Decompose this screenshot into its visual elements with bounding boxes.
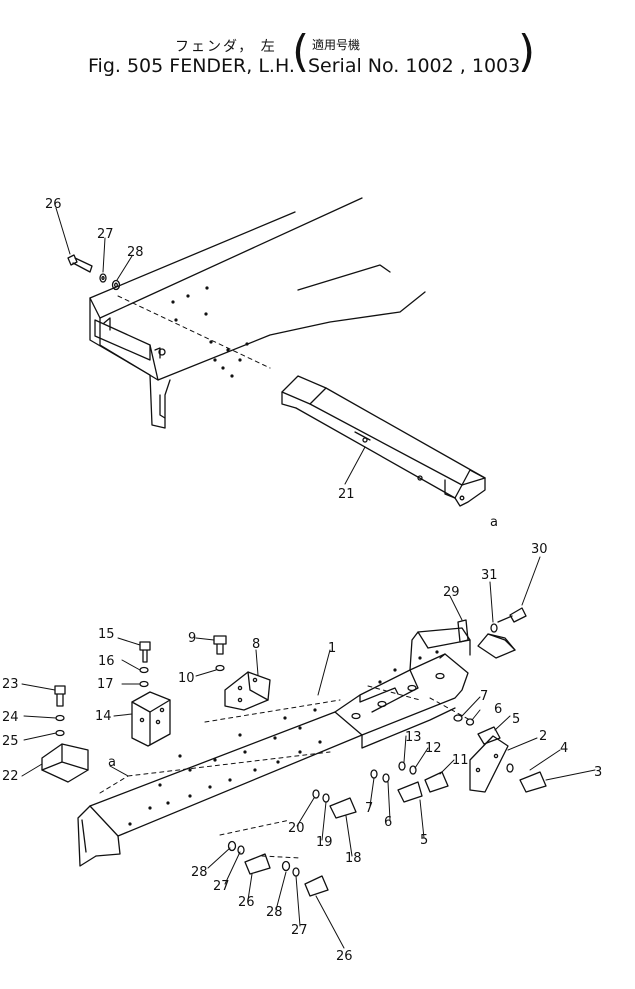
- center-lines-lower: [99, 685, 471, 859]
- left-bracket: (: [292, 26, 310, 77]
- callout-10: 10: [178, 671, 195, 686]
- callout-13: 13: [405, 730, 422, 745]
- callout-27-lower-left: 27: [213, 879, 230, 894]
- callout-12: 12: [425, 741, 442, 756]
- callout-8: 8: [252, 637, 260, 652]
- callout-28-upper: 28: [127, 245, 144, 260]
- fender-plate-1: [77, 627, 471, 867]
- callout-26-upper: 26: [45, 197, 62, 212]
- fender-support-bracket: [281, 375, 486, 507]
- callout-a-lower: a: [108, 755, 116, 770]
- callout-6-center: 6: [384, 815, 392, 830]
- callout-22: 22: [2, 769, 19, 784]
- washer-28-upper: [111, 279, 121, 291]
- hook-bracket: [477, 633, 516, 659]
- washer-27-upper: [99, 273, 107, 283]
- callout-21: 21: [338, 487, 355, 502]
- japanese-title: フェンダ， 左: [175, 39, 277, 55]
- mounting-holes-upper: [171, 286, 249, 378]
- bolt-26-upper: [67, 254, 93, 273]
- callout-29: 29: [443, 585, 460, 600]
- callout-31: 31: [481, 568, 498, 583]
- callout-4: 4: [560, 741, 568, 756]
- bracket-22: [41, 743, 89, 783]
- mounting-holes-lower: [128, 650, 439, 826]
- bracket-29: [457, 619, 469, 643]
- leader-lines: [21, 207, 596, 949]
- callout-26-lower-right: 26: [336, 949, 353, 964]
- callout-14: 14: [95, 709, 112, 724]
- callout-27-upper: 27: [97, 227, 114, 242]
- callout-2: 2: [539, 729, 547, 744]
- plate-2: [469, 735, 509, 793]
- bracket-8: [224, 671, 271, 711]
- callout-18: 18: [345, 851, 362, 866]
- callout-27-lower-right: 27: [291, 923, 308, 938]
- callout-24: 24: [2, 710, 19, 725]
- callout-7-right: 7: [480, 689, 488, 704]
- bracket-14: [131, 691, 171, 747]
- callout-20: 20: [288, 821, 305, 836]
- callout-17: 17: [97, 677, 114, 692]
- callout-11: 11: [452, 753, 469, 768]
- serial-number-label: Serial No. 1002 , 1003: [308, 55, 521, 77]
- callout-9: 9: [188, 631, 196, 646]
- figure-title: Fig. 505 FENDER, L.H.: [88, 55, 295, 77]
- callout-26-lower-left: 26: [238, 895, 255, 910]
- callout-1: 1: [328, 641, 336, 656]
- right-bracket: ): [518, 26, 536, 77]
- callout-23: 23: [2, 677, 19, 692]
- callout-6-right: 6: [494, 702, 502, 717]
- callout-5-right: 5: [512, 712, 520, 727]
- bolts-lower: [54, 607, 547, 897]
- japanese-serial-label: 適用号機: [312, 38, 361, 52]
- callout-7-center: 7: [365, 801, 373, 816]
- callout-25: 25: [2, 734, 19, 749]
- callout-19: 19: [316, 835, 333, 850]
- callout-5-center: 5: [420, 833, 428, 848]
- callout-28-lower-right: 28: [266, 905, 283, 920]
- callout-30: 30: [531, 542, 548, 557]
- callout-16: 16: [98, 654, 115, 669]
- machine-body-outline: [89, 197, 426, 429]
- callout-labels: 26 27 28 21 a 30 31 29 15 9 8 1 16 10 17…: [2, 197, 602, 964]
- callout-a-upper: a: [490, 515, 498, 530]
- callout-3: 3: [594, 765, 602, 780]
- callout-15: 15: [98, 627, 115, 642]
- callout-28-lower-left: 28: [191, 865, 208, 880]
